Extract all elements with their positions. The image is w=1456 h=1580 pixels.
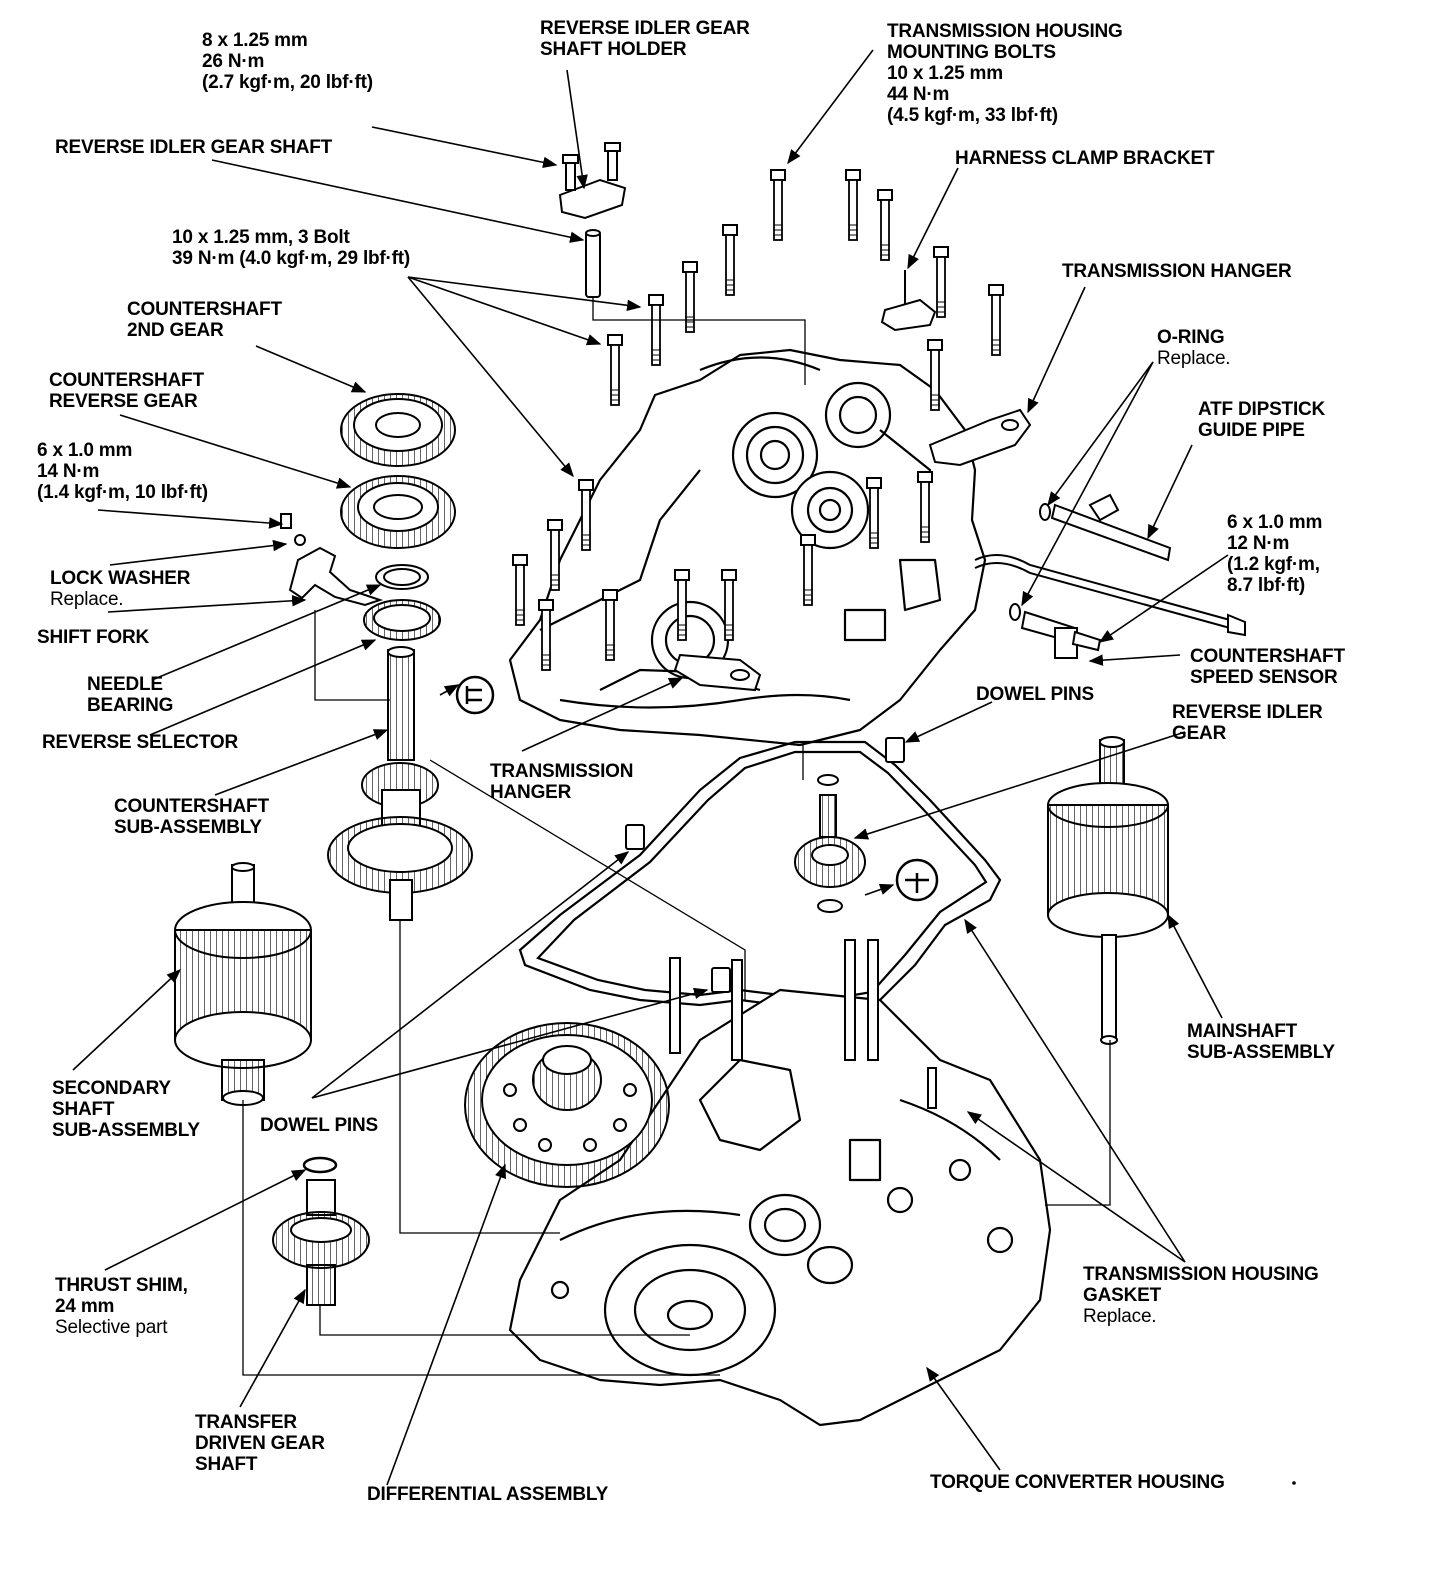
harness-clamp-bracket — [880, 270, 937, 332]
reverse-selector — [363, 599, 441, 641]
lubricant-symbol-left — [455, 675, 495, 715]
label-bolt-8x125: 8 x 1.25 mm 26 N·m (2.7 kgf·m, 20 lbf·ft… — [202, 30, 373, 93]
label-o-ring: O-RING Replace. — [1157, 327, 1231, 369]
torque-converter-housing — [508, 988, 1052, 1427]
reverse-idler-gear — [794, 774, 866, 913]
label-countershaft-sub-assembly: COUNTERSHAFT SUB-ASSEMBLY — [114, 796, 269, 838]
thrust-shim — [302, 1156, 338, 1174]
label-countershaft-speed-sensor: COUNTERSHAFT SPEED SENSOR — [1190, 646, 1345, 688]
countershaft-speed-sensor — [1020, 610, 1102, 659]
label-mainshaft-sub-assembly: MAINSHAFT SUB-ASSEMBLY — [1187, 1021, 1335, 1063]
secondary-shaft-sub-assembly — [174, 862, 312, 1106]
label-bolt-10x125-3bolt: 10 x 1.25 mm, 3 Bolt 39 N·m (4.0 kgf·m, … — [172, 227, 411, 269]
label-needle-bearing: NEEDLE BEARING — [87, 674, 174, 716]
mainshaft-sub-assembly — [1047, 736, 1169, 1045]
label-shift-fork: SHIFT FORK — [37, 627, 149, 648]
label-differential-assembly: DIFFERENTIAL ASSEMBLY — [367, 1484, 609, 1505]
label-reverse-idler-gear-shaft: REVERSE IDLER GEAR SHAFT — [55, 137, 333, 158]
label-reverse-idler-gear-shaft-holder: REVERSE IDLER GEAR SHAFT HOLDER — [540, 18, 750, 60]
transfer-driven-gear-shaft — [272, 1179, 370, 1306]
countershaft-reverse-gear — [340, 475, 456, 549]
label-countershaft-2nd-gear: COUNTERSHAFT 2ND GEAR — [127, 299, 282, 341]
differential-assembly — [464, 1022, 670, 1188]
transmission-hanger-mid — [673, 653, 762, 692]
label-lock-washer: LOCK WASHER Replace. — [50, 568, 191, 610]
lubricant-symbol-right — [895, 858, 939, 902]
housing-shafts — [669, 939, 937, 1109]
label-secondary-shaft-sub-assembly: SECONDARY SHAFT SUB-ASSEMBLY — [52, 1078, 200, 1141]
label-dowel-pins-left: DOWEL PINS — [260, 1115, 378, 1136]
transmission-housing — [508, 348, 987, 747]
reverse-idler-gear-shaft — [585, 229, 601, 298]
o-ring — [1009, 503, 1051, 621]
alignment-lines — [242, 297, 1111, 1376]
countershaft-2nd-gear — [340, 393, 456, 467]
leader-lines — [72, 49, 1229, 1486]
label-thrust-shim: THRUST SHIM, 24 mm Selective part — [55, 1275, 188, 1338]
label-countershaft-reverse-gear: COUNTERSHAFT REVERSE GEAR — [49, 370, 204, 412]
atf-line — [974, 554, 1246, 637]
label-transmission-housing-gasket: TRANSMISSION HOUSING GASKET Replace. — [1083, 1264, 1319, 1327]
label-reverse-idler-gear: REVERSE IDLER GEAR — [1172, 702, 1323, 744]
label-transmission-hanger-mid: TRANSMISSION HANGER — [490, 761, 634, 803]
label-dowel-pins-right: DOWEL PINS — [976, 684, 1094, 705]
label-reverse-selector: REVERSE SELECTOR — [42, 732, 238, 753]
label-transfer-driven-gear-shaft: TRANSFER DRIVEN GEAR SHAFT — [195, 1412, 325, 1475]
label-atf-dipstick-guide-pipe: ATF DIPSTICK GUIDE PIPE — [1198, 399, 1326, 441]
label-bolt-6x10-12: 6 x 1.0 mm 12 N·m (1.2 kgf·m, 8.7 lbf·ft… — [1227, 512, 1323, 596]
label-transmission-hanger-top: TRANSMISSION HANGER — [1062, 261, 1292, 282]
label-torque-converter-housing: TORQUE CONVERTER HOUSING — [930, 1472, 1225, 1493]
stray-mark — [1292, 1481, 1296, 1485]
label-harness-clamp-bracket: HARNESS CLAMP BRACKET — [955, 148, 1215, 169]
atf-dipstick-guide-pipe — [1050, 493, 1172, 562]
label-bolt-6x10-14: 6 x 1.0 mm 14 N·m (1.4 kgf·m, 10 lbf·ft) — [37, 440, 208, 503]
needle-bearing — [375, 564, 429, 590]
dowel-pins — [625, 737, 905, 993]
transmission-hanger-top — [928, 408, 1032, 467]
label-transmission-housing-mounting-bolts: TRANSMISSION HOUSING MOUNTING BOLTS 10 x… — [887, 21, 1123, 126]
countershaft-sub-assembly — [327, 646, 473, 921]
reverse-idler-gear-shaft-holder — [558, 142, 627, 220]
